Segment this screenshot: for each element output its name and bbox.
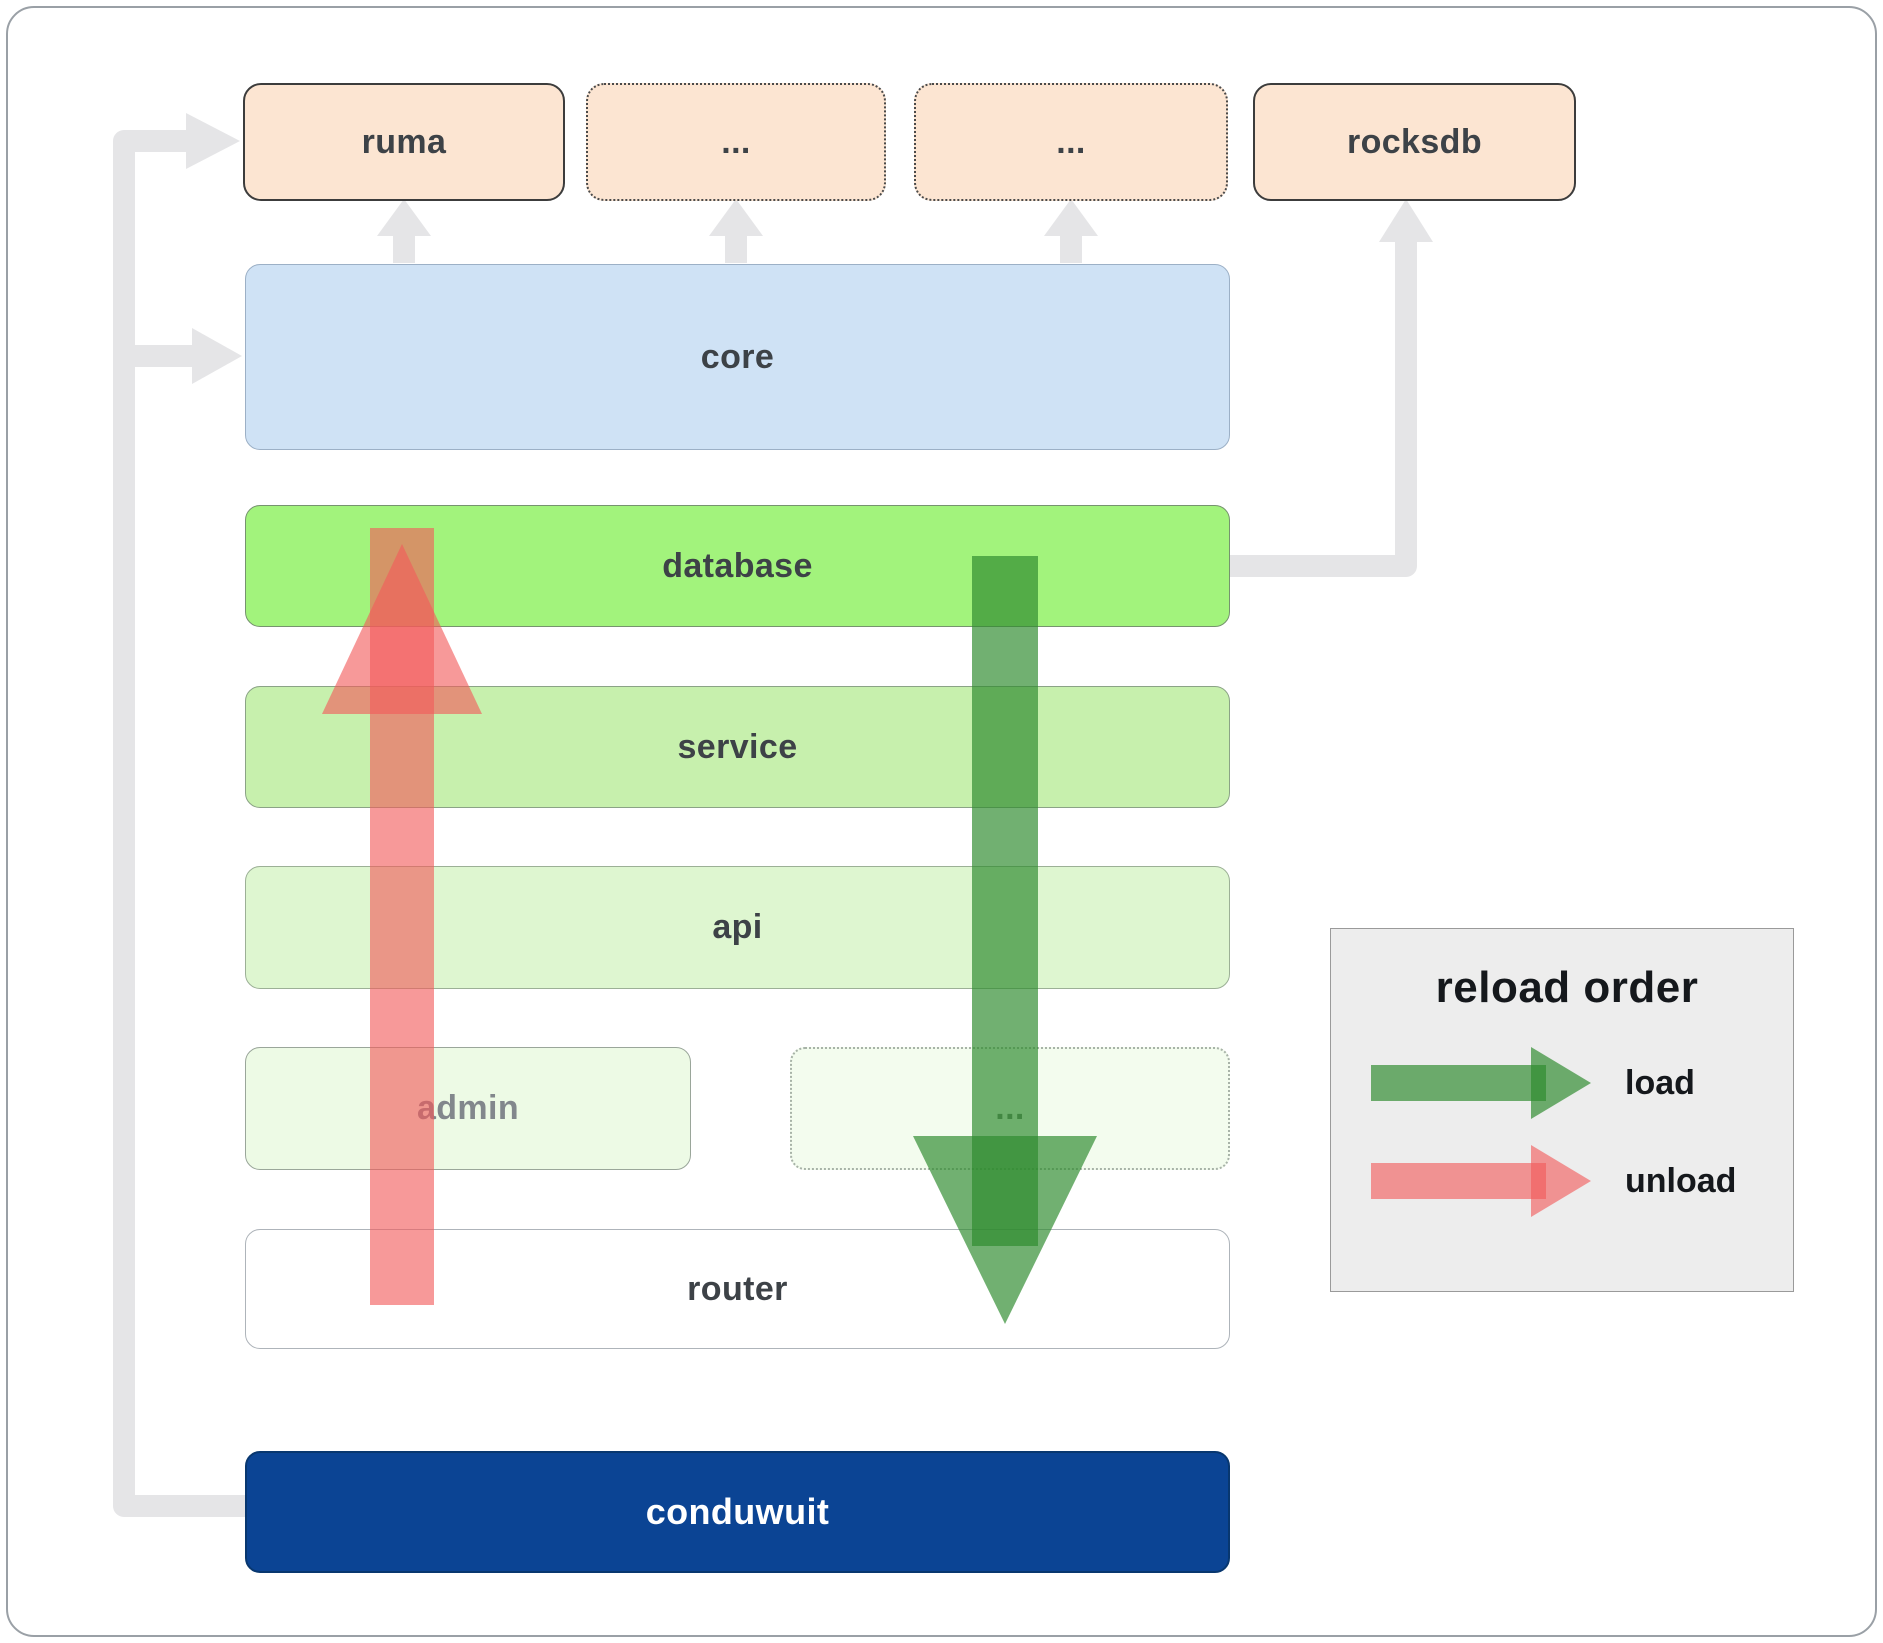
node-ruma: ruma [243,83,565,201]
node-ellipsis-top-2: ... [914,83,1228,201]
node-ellipsis-top-1-label: ... [721,122,751,161]
legend: reload order load unload [1330,928,1794,1292]
node-database-label: database [662,546,813,585]
node-ellipsis-top-2-label: ... [1056,122,1086,161]
node-router-label: router [687,1269,788,1308]
node-conduwuit-label: conduwuit [645,1491,830,1532]
node-rocksdb: rocksdb [1253,83,1576,201]
node-api: api [245,866,1230,989]
node-service: service [245,686,1230,808]
unload-arrow-icon [1371,1145,1591,1217]
node-ellipsis-bottom: ... [790,1047,1230,1170]
legend-unload-label: unload [1625,1161,1737,1200]
node-ellipsis-top-1: ... [586,83,886,201]
node-core: core [245,264,1230,450]
node-service-label: service [677,727,798,766]
node-conduwuit: conduwuit [245,1451,1230,1573]
legend-row-unload: unload [1371,1145,1763,1217]
node-rocksdb-label: rocksdb [1346,122,1483,161]
node-admin: admin [245,1047,691,1170]
diagram-frame [6,6,1877,1637]
node-ellipsis-bottom-label: ... [995,1089,1025,1127]
node-admin-label: admin [416,1089,520,1127]
node-ruma-label: ruma [361,122,447,161]
legend-row-load: load [1371,1047,1763,1119]
legend-load-label: load [1625,1063,1695,1102]
node-database: database [245,505,1230,627]
node-router: router [245,1229,1230,1349]
load-arrow-icon [1371,1047,1591,1119]
legend-title: reload order [1435,963,1699,1012]
node-core-label: core [700,337,775,376]
node-api-label: api [712,908,763,946]
